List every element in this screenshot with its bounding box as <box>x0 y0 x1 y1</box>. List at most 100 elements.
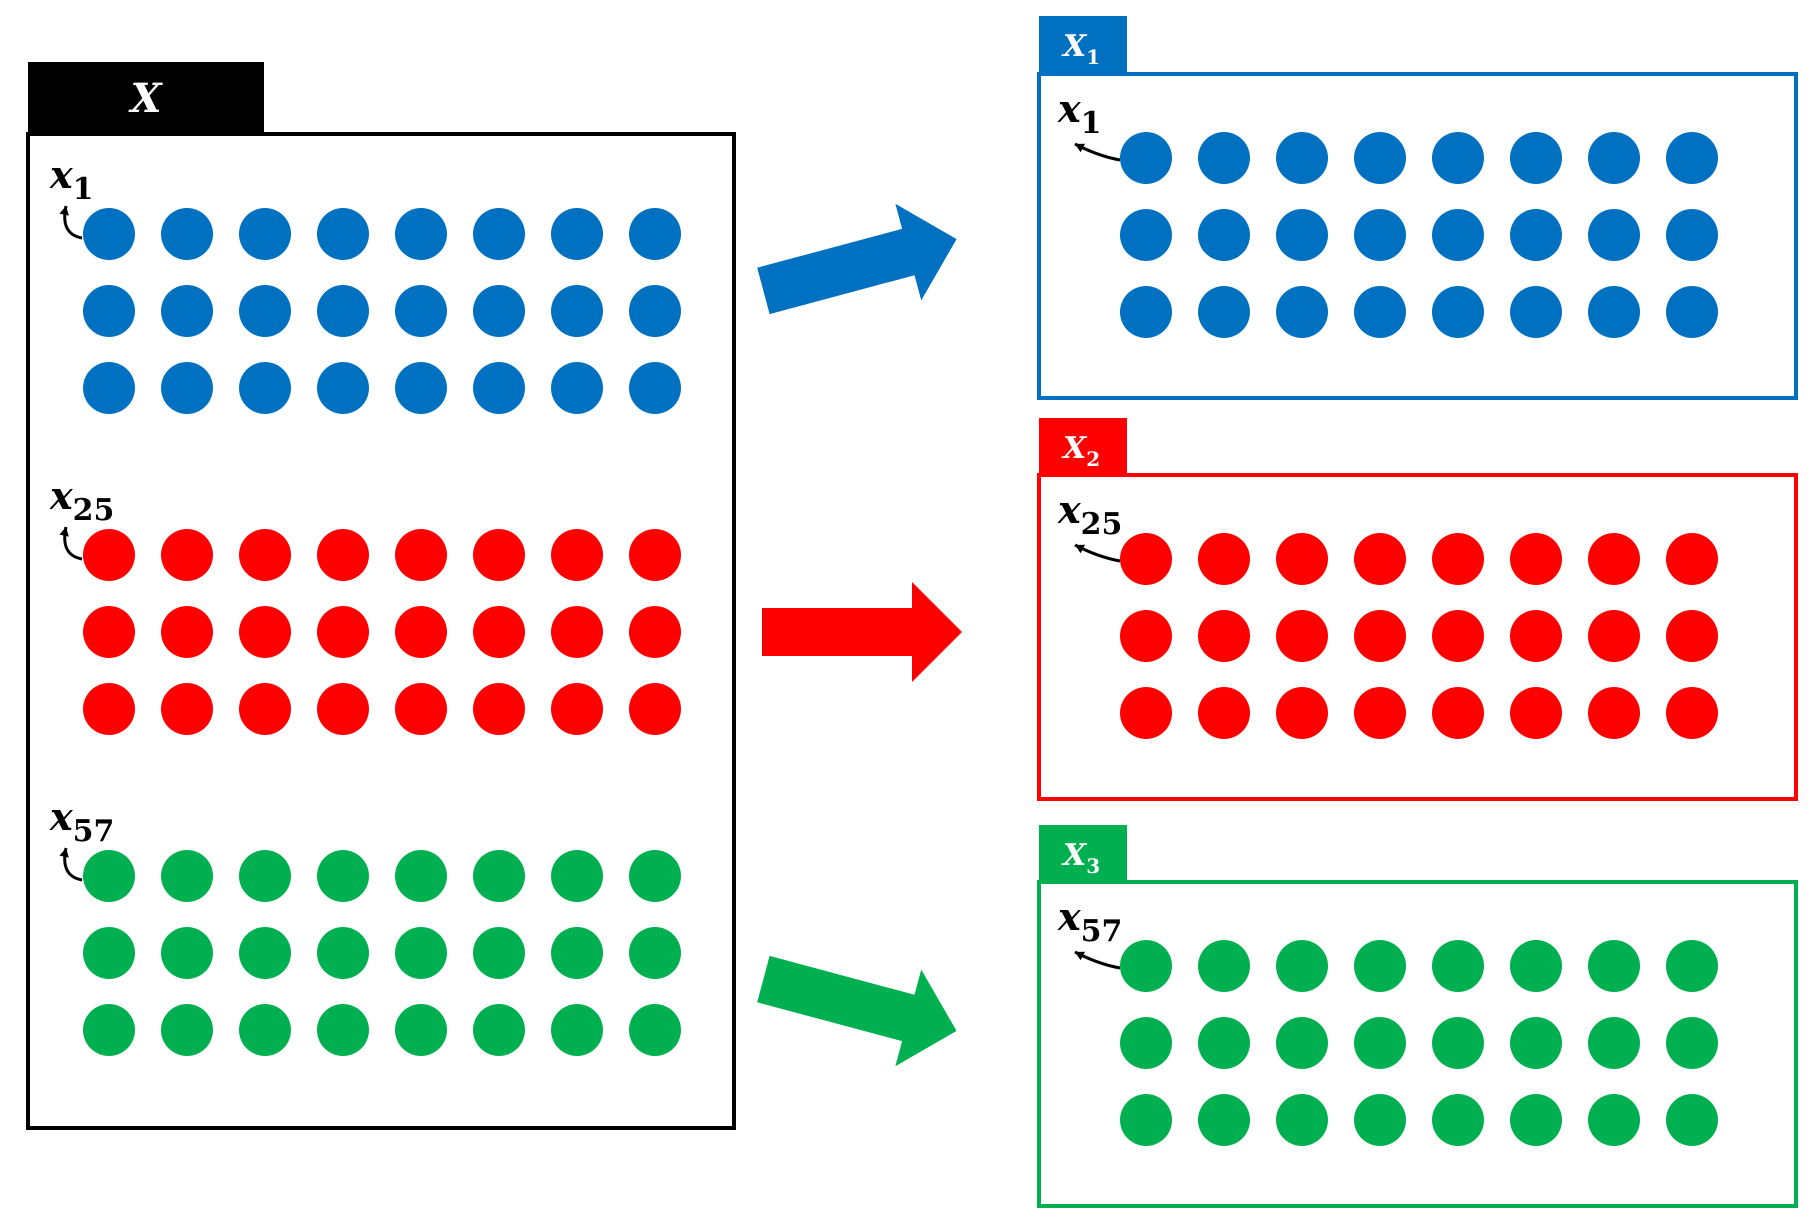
target-dot <box>1354 1017 1406 1069</box>
source-dot <box>473 606 525 658</box>
arrow-up-right <box>757 203 957 315</box>
source-group-label-base: x <box>49 473 74 518</box>
source-dot <box>473 529 525 581</box>
target-dot <box>1120 940 1172 992</box>
target-pointer-head <box>1075 544 1085 554</box>
source-dot <box>551 362 603 414</box>
source-dot <box>629 285 681 337</box>
target-dot <box>1666 286 1718 338</box>
source-dot <box>551 1004 603 1056</box>
target-dot <box>1120 610 1172 662</box>
target-dot <box>1588 940 1640 992</box>
source-dot <box>317 285 369 337</box>
source-dot <box>239 529 291 581</box>
target-dot <box>1588 1094 1640 1146</box>
target-dot <box>1588 1017 1640 1069</box>
target-title-base: X <box>1061 29 1088 64</box>
source-dot <box>473 362 525 414</box>
target-frame <box>1037 473 1798 801</box>
source-group-label-base: x <box>49 794 74 839</box>
target-label: x1 <box>1057 86 1102 141</box>
target-dot <box>1510 610 1562 662</box>
target-dot <box>1666 940 1718 992</box>
source-dot <box>239 606 291 658</box>
target-label: x25 <box>1057 487 1122 542</box>
source-dot <box>317 1004 369 1056</box>
source-dot <box>395 683 447 735</box>
target-dot <box>1354 610 1406 662</box>
arrows <box>757 203 962 1067</box>
source-dot <box>239 683 291 735</box>
source-dot <box>317 850 369 902</box>
source-dot <box>551 606 603 658</box>
source-dot <box>317 208 369 260</box>
target-dot <box>1666 1094 1718 1146</box>
source-dot <box>317 606 369 658</box>
source-dot <box>395 606 447 658</box>
target-dot <box>1120 533 1172 585</box>
source-dot <box>317 683 369 735</box>
source-dot <box>239 927 291 979</box>
target-title-base: X <box>1061 431 1088 466</box>
arrow-shape <box>757 955 957 1067</box>
target-dot <box>1510 940 1562 992</box>
source-dot <box>161 1004 213 1056</box>
source-dot <box>629 850 681 902</box>
source-dot <box>161 606 213 658</box>
source-dot <box>239 1004 291 1056</box>
source-dot <box>83 529 135 581</box>
target-dot <box>1510 132 1562 184</box>
source-dot <box>629 208 681 260</box>
target-dot <box>1432 1017 1484 1069</box>
source-group-label-base: x <box>49 152 74 197</box>
target-dot <box>1666 533 1718 585</box>
source-dot <box>161 362 213 414</box>
source-group-1: x1 <box>49 152 681 414</box>
target-pointer-head <box>1075 143 1085 153</box>
target-label-sub: 57 <box>1081 914 1123 949</box>
source-dot <box>395 529 447 581</box>
target-dot <box>1198 132 1250 184</box>
source-group-pointer-head <box>59 848 69 858</box>
target-dot <box>1120 286 1172 338</box>
target-dot <box>1276 533 1328 585</box>
source-dot <box>83 1004 135 1056</box>
target-frame <box>1037 72 1798 400</box>
source-group-pointer-head <box>59 527 69 537</box>
target-dot <box>1276 940 1328 992</box>
source-dot <box>161 850 213 902</box>
source-dot <box>473 285 525 337</box>
target-frame <box>1037 880 1798 1208</box>
source-dot <box>239 285 291 337</box>
target-dot <box>1588 533 1640 585</box>
arrow-shape <box>762 582 962 682</box>
source-dot <box>473 208 525 260</box>
source-dot <box>629 927 681 979</box>
source-dot <box>473 683 525 735</box>
target-label-base: x <box>1057 894 1082 939</box>
target-dot <box>1432 687 1484 739</box>
source-dot <box>83 285 135 337</box>
target-dot <box>1666 610 1718 662</box>
target-dot <box>1588 209 1640 261</box>
source-dot <box>161 529 213 581</box>
target-dot <box>1510 687 1562 739</box>
target-tab <box>1039 825 1127 882</box>
target-dot <box>1276 132 1328 184</box>
source-dot <box>395 850 447 902</box>
source-dot <box>473 927 525 979</box>
target-dot <box>1666 132 1718 184</box>
target-dot <box>1120 132 1172 184</box>
target-dot <box>1510 1094 1562 1146</box>
source-group-label: x25 <box>49 473 114 528</box>
target-dot <box>1198 1017 1250 1069</box>
target-dot <box>1510 533 1562 585</box>
target-title-sub: 2 <box>1086 447 1100 471</box>
source-dot <box>551 208 603 260</box>
arrow-down-right <box>757 955 957 1067</box>
target-dot <box>1354 209 1406 261</box>
source-dot <box>395 362 447 414</box>
